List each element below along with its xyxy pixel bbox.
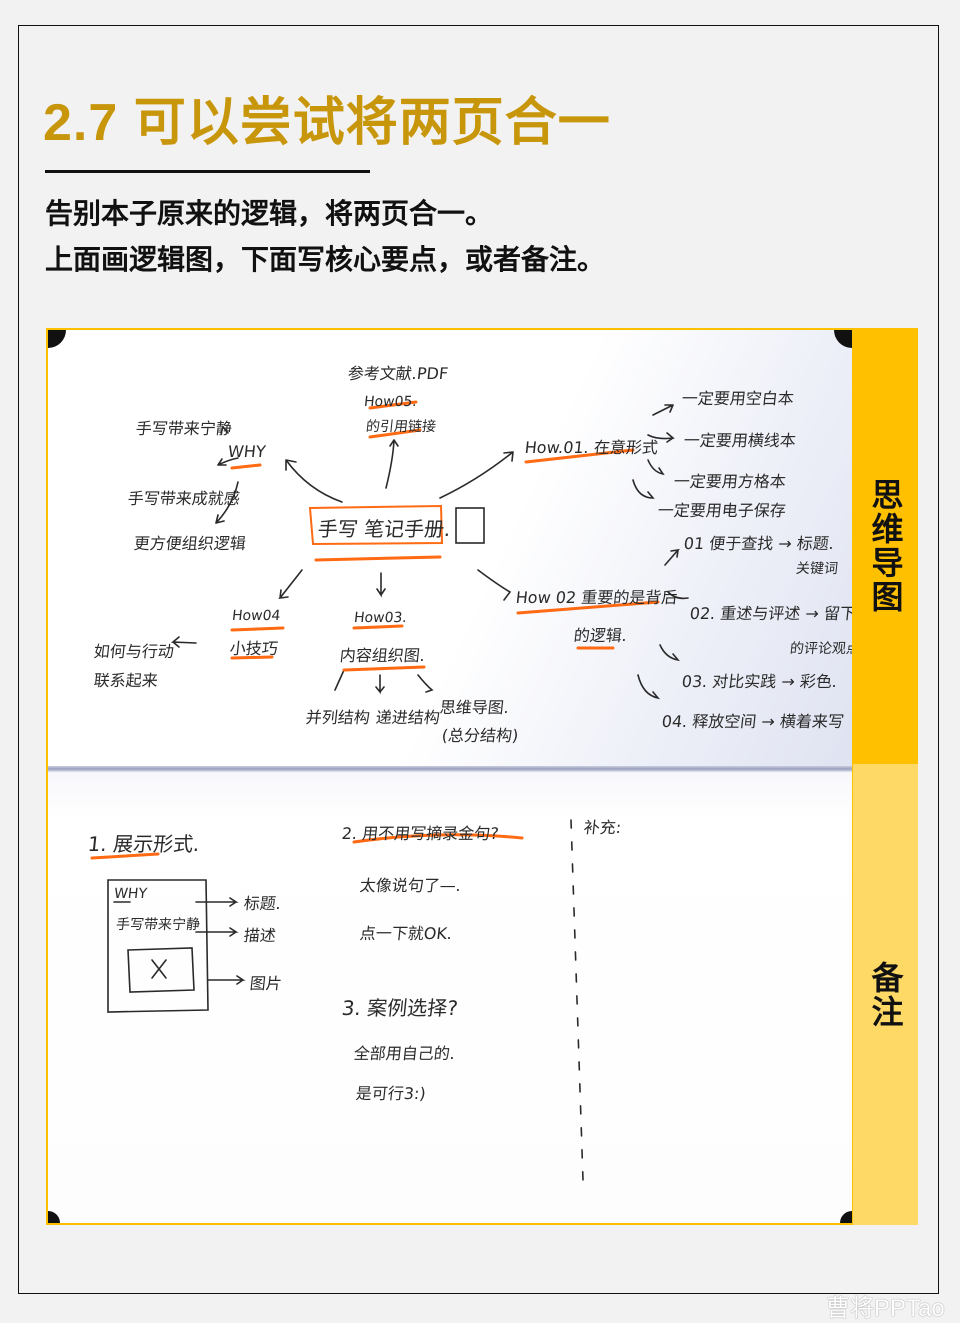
note-text: 点一下就OK. (358, 924, 454, 943)
mindmap-center: 手写 笔记手册. (316, 517, 452, 541)
mindmap-node: 03. 对比实践 → 彩色. (680, 672, 839, 691)
mindmap-node: 一定要用空白本 (680, 389, 795, 408)
note-heading: 2. 用不用写摘录金句? (340, 824, 500, 843)
notebook-photo: 参考文献.PDF How05. 的引用链接 手写带来宁静 WHY 手写带来成就感… (46, 328, 854, 1225)
mindmap-node: 的评论观点 (789, 641, 854, 657)
sidebar-label-mindmap: 思维导图 (853, 328, 918, 764)
mindmap-node: 如何与行动 (92, 642, 175, 661)
mindmap-node: WHY (227, 442, 267, 461)
photo-corner (840, 1211, 852, 1223)
mindmap-node: How04 (231, 608, 282, 624)
mindmap-node: 一定要用电子保存 (656, 501, 787, 520)
mindmap-node: 递进结构 (374, 708, 441, 727)
mindmap-node: (总分结构) (440, 726, 520, 745)
sidebar-bottom-label: 备注 (867, 960, 904, 1029)
subtitle-line-2: 上面画逻辑图，下面写核心要点，或者备注。 (45, 244, 606, 275)
note-text: 图片 (248, 974, 283, 993)
mindmap-node: 一定要用方格本 (672, 472, 787, 491)
note-text: 是可行3:) (354, 1084, 427, 1103)
mindmap-node: 关键词 (795, 561, 839, 577)
sidebar-label-notes: 备注 (853, 764, 918, 1225)
mindmap-node: 小技巧 (228, 639, 279, 658)
note-heading: 补充: (582, 818, 623, 837)
note-text: 描述 (242, 926, 277, 945)
note-text: 全部用自己的. (352, 1044, 456, 1063)
mindmap-node: 内容组织图. (338, 646, 426, 665)
mindmap-node: 手写带来宁静 (134, 419, 233, 438)
note-heading: 1. 展示形式. (86, 832, 201, 856)
mindmap-node: How05. (363, 394, 418, 410)
sidebar-top-label: 思维导图 (867, 478, 904, 614)
watermark: 曹将PPTao (826, 1295, 945, 1322)
note-text: 太像说句了—. (358, 876, 462, 895)
subtitle-line-1: 告别本子原来的逻辑，将两页合一。 (45, 198, 494, 229)
note-heading: 3. 案例选择? (340, 996, 460, 1020)
mindmap-node: How.01. 在意形式 (523, 438, 659, 457)
note-text: 标题. (242, 894, 282, 913)
hand-drawn-lines (90, 400, 689, 1181)
notes-page (48, 772, 852, 1223)
mindmap-node: 并列结构 (304, 708, 371, 727)
mindmap-node: 联系起来 (92, 671, 159, 690)
mindmap-node: 01 便于查找 → 标题. (682, 534, 835, 553)
mindmap-node: 手写带来成就感 (126, 489, 241, 508)
mindmap-page (48, 330, 852, 767)
mindmap-node: 一定要用横线本 (682, 431, 797, 450)
mindmap-node: 参考文献.PDF (346, 364, 450, 383)
mindmap-node: How03. (353, 610, 408, 626)
notebook-seam (48, 766, 852, 772)
slide-frame (18, 25, 939, 1294)
note-text: 手写带来宁静 (115, 917, 201, 933)
mindmap-node: 04. 释放空间 → 横着来写 (660, 712, 845, 731)
mindmap-node: 02. 重述与评述 → 留下自己 (688, 604, 854, 623)
title-divider (45, 170, 370, 173)
mindmap-node: 更方便组织逻辑 (132, 534, 247, 553)
mindmap-node: 的逻辑. (572, 626, 628, 645)
note-text: WHY (113, 886, 148, 902)
mindmap-node: How 02 重要的是背后 (514, 588, 679, 607)
mindmap-node: 的引用链接 (365, 419, 437, 435)
mindmap-node: 思维导图. (438, 698, 510, 717)
page-title: 2.7 可以尝试将两页合一 (43, 94, 611, 152)
